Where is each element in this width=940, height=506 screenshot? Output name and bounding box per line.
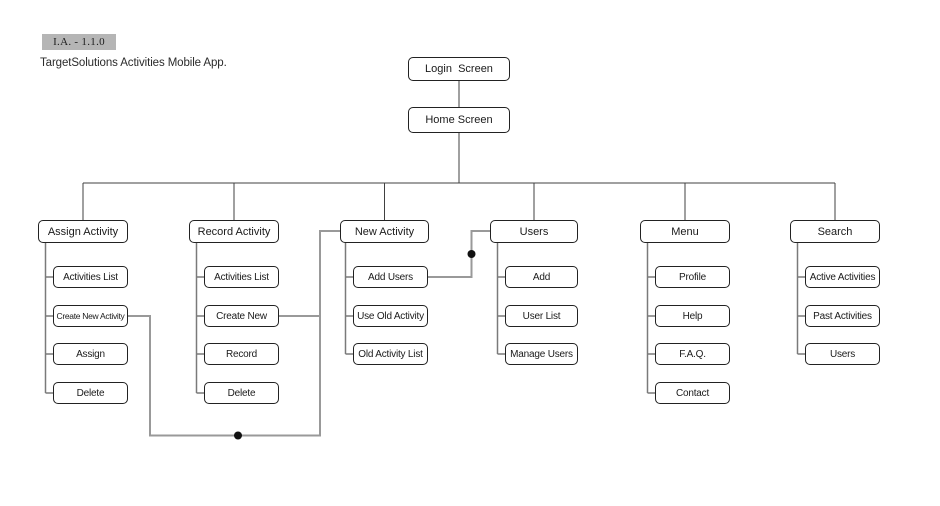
node-users: Users	[490, 220, 578, 243]
link-create-new-to-new-activity	[128, 230, 340, 437]
node-old-activity-list: Old Activity List	[353, 343, 428, 365]
node-faq: F.A.Q.	[655, 343, 730, 365]
spine-record-activity	[195, 243, 204, 394]
node-search: Search	[790, 220, 880, 243]
node-home-screen: Home Screen	[408, 107, 510, 133]
diagram-title: TargetSolutions Activities Mobile App.	[40, 57, 227, 69]
node-user-list: User List	[505, 305, 578, 327]
junction-dot-bottom	[234, 431, 242, 440]
node-contact: Contact	[655, 382, 730, 404]
node-record-delete: Delete	[204, 382, 279, 404]
node-new-activity: New Activity	[340, 220, 429, 243]
spine-search	[796, 243, 805, 355]
node-record-activities-list: Activities List	[204, 266, 279, 288]
node-use-old-activity: Use Old Activity	[353, 305, 428, 327]
node-add-users: Add Users	[353, 266, 428, 288]
trunk-lines	[82, 81, 836, 220]
spine-new-activity	[344, 243, 353, 355]
node-profile: Profile	[655, 266, 730, 288]
node-create-new-activity: Create New Activity	[53, 305, 128, 327]
node-assign-activity: Assign Activity	[38, 220, 128, 243]
node-users-add: Add	[505, 266, 578, 288]
spine-users	[496, 243, 505, 355]
node-assign-activities-list: Activities List	[53, 266, 128, 288]
spine-assign-activity	[44, 243, 53, 394]
node-record-activity: Record Activity	[189, 220, 279, 243]
node-past-activities: Past Activities	[805, 305, 880, 327]
node-help: Help	[655, 305, 730, 327]
node-login-screen: Login Screen	[408, 57, 510, 81]
node-active-activities: Active Activities	[805, 266, 880, 288]
node-search-users: Users	[805, 343, 880, 365]
link-add-users-to-users	[428, 230, 490, 278]
junction-dot-users	[467, 250, 476, 258]
version-badge: I.A. - 1.1.0	[42, 34, 116, 50]
node-record: Record	[204, 343, 279, 365]
node-manage-users: Manage Users	[505, 343, 578, 365]
node-assign: Assign	[53, 343, 128, 365]
node-create-new: Create New	[204, 305, 279, 327]
node-menu: Menu	[640, 220, 730, 243]
node-assign-delete: Delete	[53, 382, 128, 404]
spine-menu	[646, 243, 655, 394]
